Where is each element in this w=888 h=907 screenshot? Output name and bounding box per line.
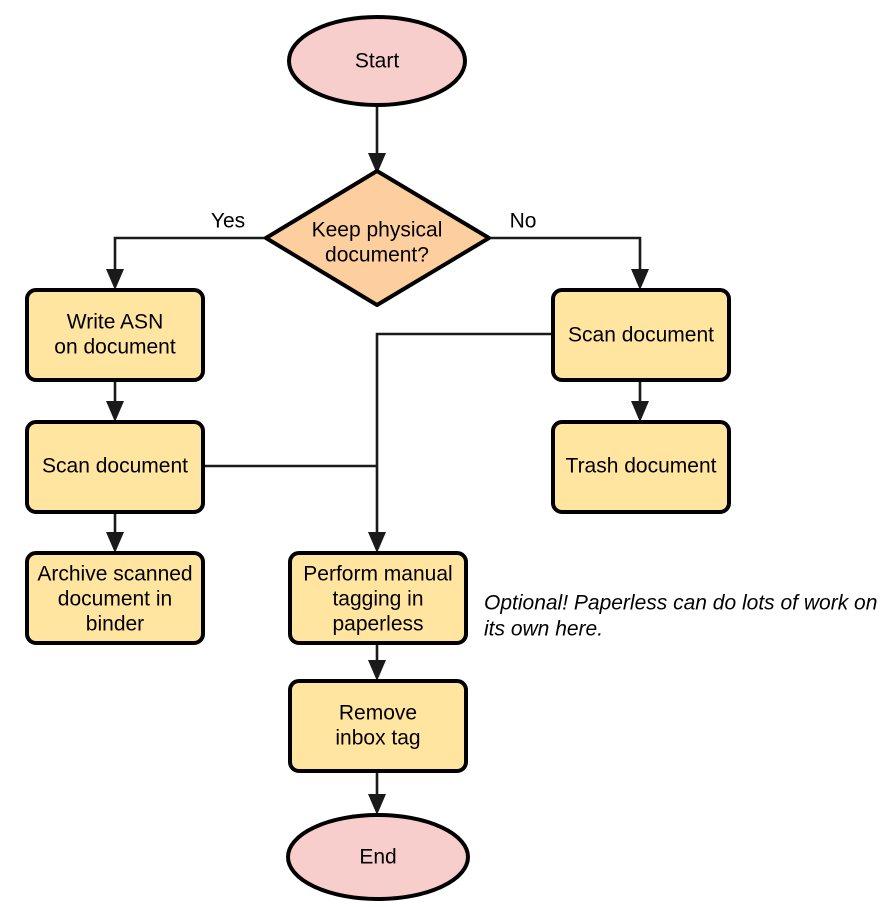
end-ellipse-shape	[286, 813, 470, 901]
write-asn-box-shape	[25, 288, 205, 382]
decision-label-line2: document?	[325, 244, 429, 267]
node-start[interactable]: Start	[287, 15, 467, 107]
node-decision-keep-physical-document[interactable]: Keep physical document?	[264, 169, 491, 307]
edge-start-to-decision	[368, 106, 386, 174]
scan-left-label: Scan document	[42, 455, 188, 478]
decision-diamond-shape	[264, 169, 491, 307]
edge-label-no: No	[510, 210, 537, 233]
trash-label: Trash document	[566, 455, 717, 478]
node-perform-manual-tagging[interactable]: Perform manual tagging in paperless	[288, 551, 468, 645]
archive-label-line2: document in	[58, 588, 172, 611]
node-end[interactable]: End	[286, 813, 470, 901]
edge-remove-inbox-to-end	[368, 771, 386, 815]
annotation-line2: its own here.	[484, 618, 603, 641]
end-label: End	[359, 846, 396, 869]
remove-inbox-label-line1: Remove	[339, 702, 417, 725]
node-archive-scanned-document[interactable]: Archive scanned document in binder	[25, 551, 205, 645]
start-ellipse-shape	[287, 15, 467, 107]
scan-right-box-shape	[551, 288, 731, 382]
manual-tagging-label-line1: Perform manual	[303, 563, 452, 586]
trash-box-shape	[551, 420, 731, 514]
edge-manual-tagging-to-remove-inbox	[368, 643, 386, 681]
manual-tagging-box-shape	[288, 551, 468, 645]
scan-left-box-shape	[25, 420, 205, 514]
node-scan-document-right[interactable]: Scan document	[551, 288, 731, 382]
manual-tagging-label-line3: paperless	[332, 613, 423, 636]
archive-label-line3: binder	[86, 613, 144, 636]
manual-tagging-label-line2: tagging in	[332, 588, 423, 611]
node-scan-document-left[interactable]: Scan document	[25, 420, 205, 514]
archive-box-shape	[25, 551, 205, 645]
edge-scan-left-to-archive	[106, 508, 124, 553]
archive-label-line1: Archive scanned	[37, 563, 192, 586]
start-label: Start	[355, 50, 400, 73]
node-trash-document[interactable]: Trash document	[551, 420, 731, 514]
annotation-line1: Optional! Paperless can do lots of work …	[484, 592, 877, 615]
decision-label-line1: Keep physical	[312, 219, 443, 242]
edge-scan-right-to-manual-tagging	[368, 332, 553, 553]
node-remove-inbox-tag[interactable]: Remove inbox tag	[288, 679, 468, 773]
annotation-optional-note: Optional! Paperless can do lots of work …	[484, 592, 877, 641]
remove-inbox-label-line2: inbox tag	[335, 727, 420, 750]
node-write-asn-on-document[interactable]: Write ASN on document	[25, 288, 205, 382]
edge-scan-right-to-trash	[631, 380, 649, 422]
scan-right-label: Scan document	[568, 324, 714, 347]
write-asn-label-line2: on document	[54, 336, 176, 359]
edge-write-asn-to-scan-left	[106, 380, 124, 422]
edge-label-yes: Yes	[211, 210, 245, 233]
write-asn-label-line1: Write ASN	[67, 311, 163, 334]
edge-decision-yes-to-write-asn	[106, 236, 266, 290]
remove-inbox-box-shape	[288, 679, 468, 773]
edge-decision-no-to-scan-right	[489, 236, 649, 290]
